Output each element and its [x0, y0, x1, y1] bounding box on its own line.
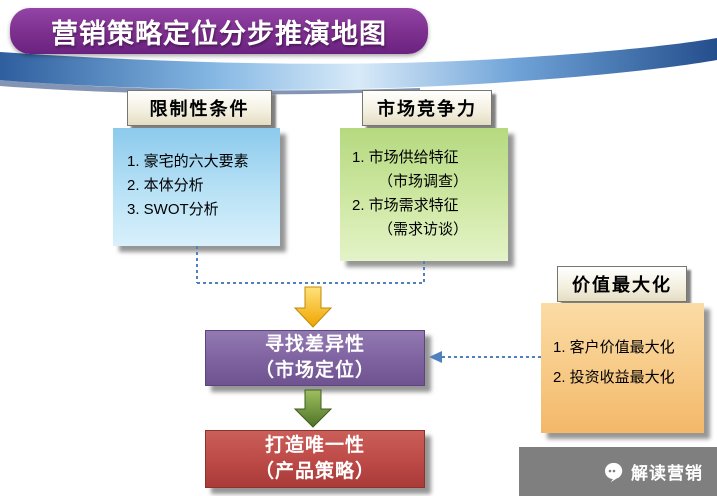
differentiation-title: 寻找差异性 — [264, 334, 365, 355]
uniqueness-title: 打造唯一性 — [264, 435, 365, 456]
arrow-down-yellow-icon — [293, 286, 333, 328]
differentiation-box: 寻找差异性 （市场定位） — [205, 330, 425, 386]
value-max-box: 1. 客户价值最大化 2. 投资收益最大化 — [541, 303, 704, 433]
list-item: 1. 市场供给特征 — [352, 149, 459, 166]
differentiation-subtitle: （市场定位） — [254, 360, 375, 381]
brand-name: 解读营销 — [631, 464, 703, 483]
arrow-down-green-icon — [293, 389, 333, 428]
list-subitem: （需求访谈） — [378, 221, 469, 238]
swoosh-underline — [0, 80, 420, 95]
page-title: 营销策略定位分步推演地图 — [51, 18, 387, 49]
uniqueness-subtitle: （产品策略） — [254, 461, 375, 482]
constraints-header: 限制性条件 — [127, 90, 272, 126]
brand-logo-icon — [605, 462, 623, 482]
brand-footer: 解读营销 — [519, 447, 717, 496]
list-item: 1. 客户价值最大化 — [553, 339, 675, 356]
value-max-header-label: 价值最大化 — [572, 275, 672, 295]
value-max-header: 价值最大化 — [557, 266, 687, 302]
swoosh-band — [0, 38, 717, 90]
uniqueness-box: 打造唯一性 （产品策略） — [205, 430, 425, 488]
title-swoosh-ribbon — [0, 38, 717, 95]
competitiveness-box: 1. 市场供给特征 （市场调查） 2. 市场需求特征 （需求访谈） — [340, 128, 508, 261]
list-item: 2. 投资收益最大化 — [553, 369, 675, 386]
competitiveness-header: 市场竞争力 — [362, 90, 492, 126]
list-item: 2. 市场需求特征 — [352, 197, 459, 214]
list-subitem: （市场调查） — [378, 173, 469, 190]
constraints-header-label: 限制性条件 — [149, 99, 250, 119]
constraints-box: 1. 豪宅的六大要素 2. 本体分析 3. SWOT分析 — [113, 128, 280, 246]
connector-arrowhead-left — [429, 351, 442, 363]
list-item: 1. 豪宅的六大要素 — [127, 153, 249, 170]
list-item: 2. 本体分析 — [127, 177, 204, 194]
competitiveness-header-label: 市场竞争力 — [377, 99, 477, 119]
title-banner: 营销策略定位分步推演地图 — [10, 8, 428, 54]
list-item: 3. SWOT分析 — [127, 201, 219, 218]
